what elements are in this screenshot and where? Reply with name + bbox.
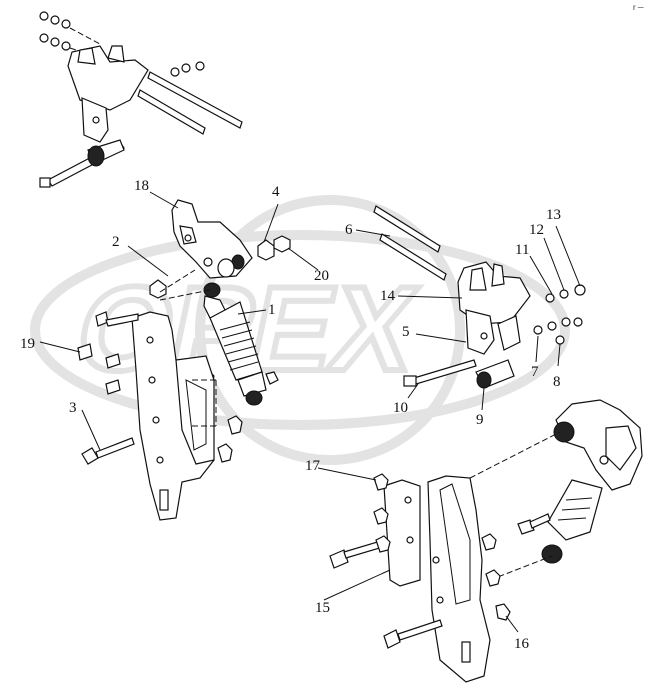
right-bracket-assembly — [373, 205, 531, 389]
callout-10: 10 — [393, 400, 408, 416]
callout-8: 8 — [553, 374, 561, 390]
callout-13: 13 — [546, 207, 561, 223]
left-frame-bracket — [131, 311, 217, 521]
upper-shock-bracket — [171, 199, 253, 279]
callout-6: 6 — [345, 222, 353, 238]
bolt-icon — [39, 71, 243, 188]
callout-12: 12 — [529, 222, 544, 238]
callout-3: 3 — [69, 400, 77, 416]
nut-icon — [373, 473, 511, 621]
nut-icon — [533, 284, 586, 345]
nut-icon — [170, 61, 205, 77]
callout-9: 9 — [476, 412, 484, 428]
callout-2: 2 — [112, 234, 120, 250]
callout-7: 7 — [531, 364, 539, 380]
callout-16: 16 — [514, 636, 530, 652]
callout-20: 20 — [314, 268, 329, 284]
callout-15: 15 — [315, 600, 330, 616]
callout-18: 18 — [134, 178, 149, 194]
callout-5: 5 — [402, 324, 410, 340]
leader-lines — [39, 191, 581, 633]
nut-icon — [39, 11, 71, 51]
callout-labels: 1 2 3 4 5 6 7 8 9 10 11 12 13 14 15 16 1… — [20, 178, 561, 652]
lower-right-assembly — [383, 399, 643, 683]
callout-11: 11 — [515, 242, 529, 258]
corner-mark: r ─ — [633, 3, 644, 12]
callout-14: 14 — [380, 288, 396, 304]
callout-1: 1 — [268, 302, 276, 318]
bolt-icon — [77, 311, 139, 465]
shock-absorber — [203, 282, 267, 406]
callout-19: 19 — [20, 336, 35, 352]
top-left-bracket-assembly — [39, 11, 243, 188]
callout-4: 4 — [272, 184, 280, 200]
callout-17: 17 — [305, 458, 321, 474]
